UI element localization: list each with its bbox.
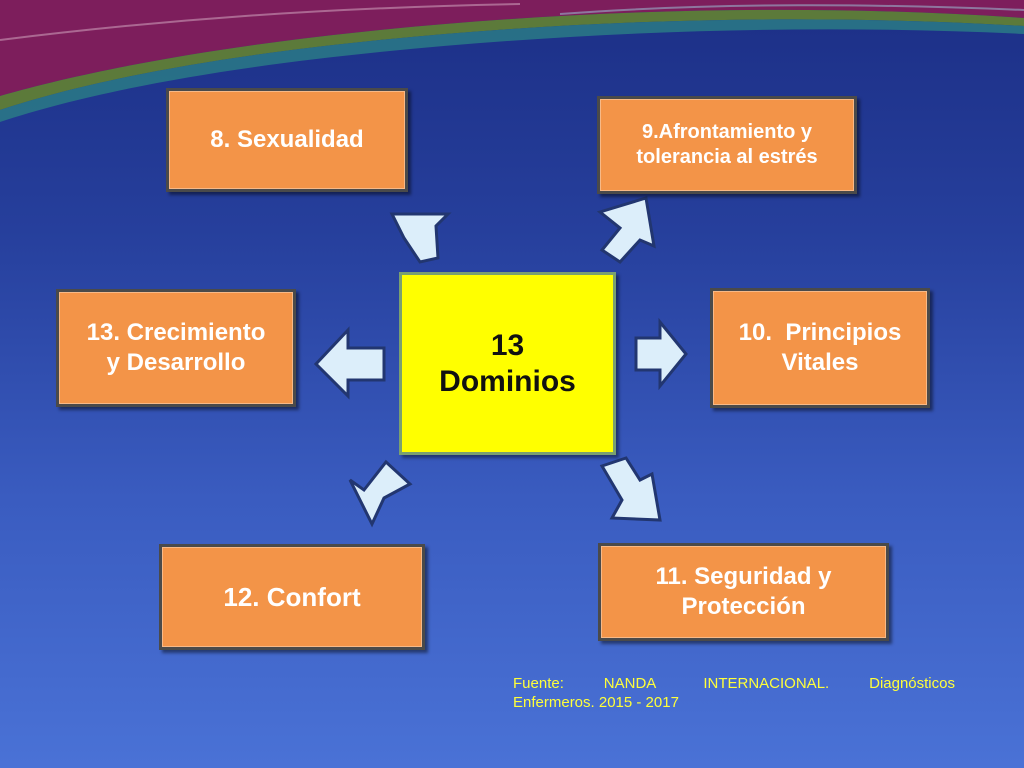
domain-box-confort: 12. Confort (159, 544, 425, 650)
domain-box-crecimiento: 13. Crecimiento y Desarrollo (56, 289, 296, 407)
domain-label: 12. Confort (223, 581, 361, 612)
source-note: Fuente: NANDA INTERNACIONAL. Diagnóstico… (513, 675, 960, 711)
header-swoosh-decoration (0, 0, 1024, 122)
center-title: Dominios (439, 364, 576, 398)
domain-box-principios: 10. Principios Vitales (710, 288, 930, 408)
domain-box-seguridad: 11. Seguridad y Protección (598, 543, 889, 641)
domain-label-line1: 13. Crecimiento (86, 319, 266, 346)
arrow-to-seguridad (599, 456, 662, 522)
domain-box-afrontamiento: 9.Afrontamiento y tolerancia al estrés (597, 96, 857, 194)
domain-label-line2: tolerancia al estrés (636, 146, 818, 168)
arrow-to-sexualidad (389, 212, 452, 264)
center-node: 13 Dominios (399, 272, 616, 455)
domain-label-line1: 10. Principios (738, 319, 902, 346)
domain-label-line2: Protección (681, 593, 806, 620)
center-number: 13 (490, 328, 525, 362)
domain-label-line1: 11. Seguridad y (655, 563, 832, 590)
domain-label: 8. Sexualidad (210, 126, 364, 153)
arrow-to-principios (634, 317, 688, 391)
domain-box-sexualidad: 8. Sexualidad (166, 88, 408, 192)
arrow-to-confort (348, 459, 413, 528)
arrow-to-crecimiento (313, 326, 386, 400)
arrow-to-afrontamiento (596, 196, 656, 264)
domain-label-line1: 9.Afrontamiento y (641, 121, 813, 143)
domain-label-line2: Vitales (781, 349, 859, 376)
domain-label-line2: y Desarrollo (106, 349, 246, 376)
